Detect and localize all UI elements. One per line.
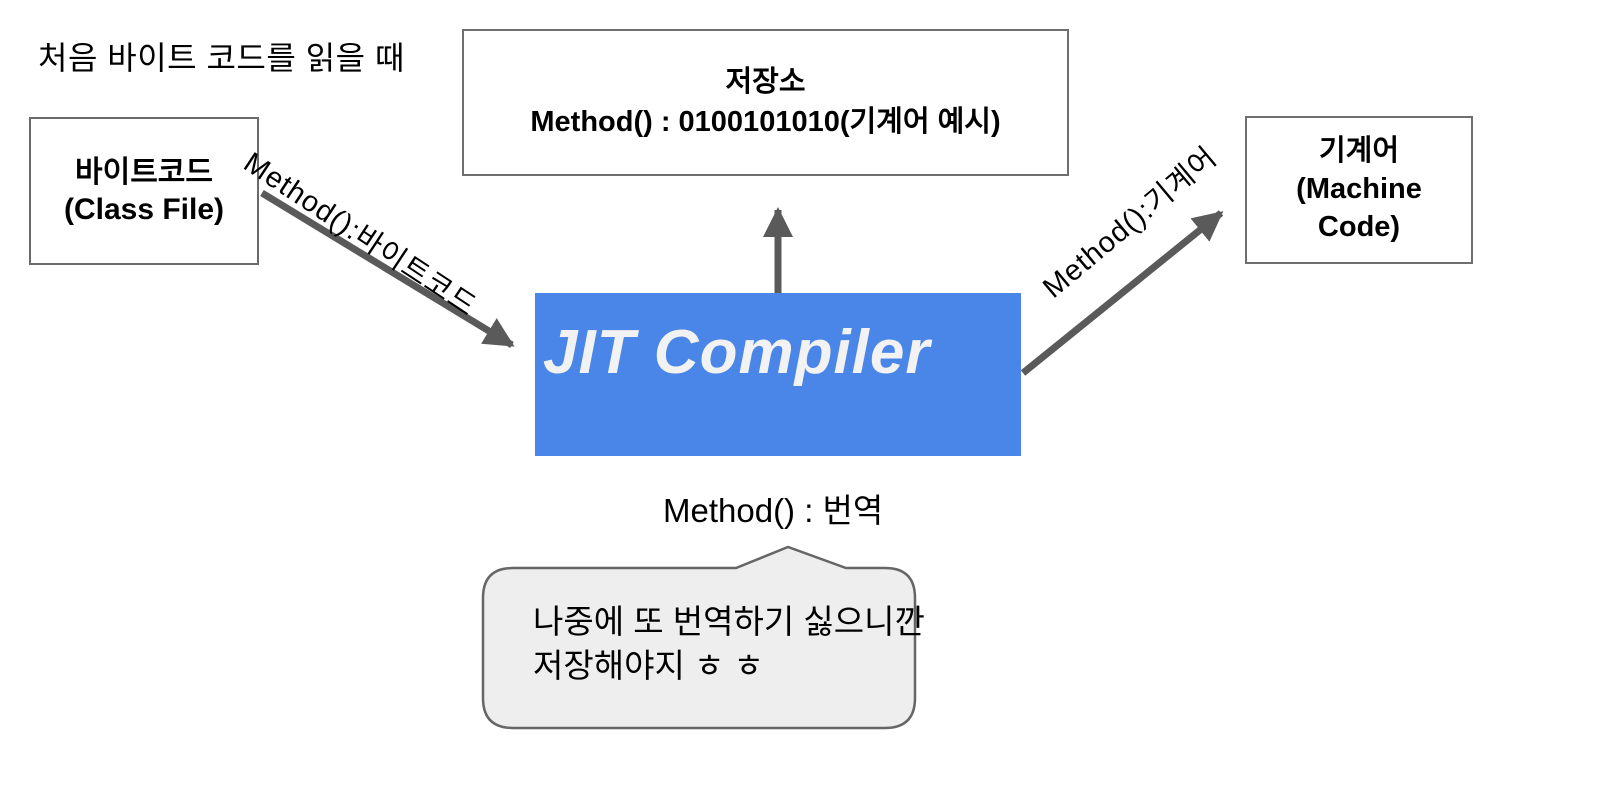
node-machine-line2: (Machine: [1296, 173, 1422, 206]
node-machine-code: 기계어 (Machine Code): [1245, 116, 1473, 264]
node-bytecode-line1: 바이트코드: [75, 155, 213, 189]
node-machine-line3: Code): [1317, 210, 1401, 243]
node-bytecode: 바이트코드 (Class File): [29, 117, 259, 265]
node-jit-compiler: JIT Compiler: [535, 293, 1021, 456]
speech-bubble-line1: 나중에 또 번역하기 싫으니깐: [533, 603, 925, 640]
edge-label-bytecode: Method():바이트코드: [237, 146, 482, 324]
speech-bubble-text: 나중에 또 번역하기 싫으니깐 저장해야지 ㅎ ㅎ: [533, 600, 925, 688]
node-machine-line1: 기계어: [1318, 135, 1400, 168]
node-storage-line1: 저장소: [725, 66, 806, 99]
speech-bubble-line2: 저장해야지 ㅎ ㅎ: [533, 647, 764, 684]
jit-compiler-label: JIT Compiler: [543, 318, 931, 387]
node-storage-line2: Method() : 0100101010(기계어 예시): [530, 105, 1001, 138]
page-title: 처음 바이트 코드를 읽을 때: [38, 40, 405, 76]
translate-annotation: Method() : 번역: [663, 492, 884, 529]
node-storage: 저장소 Method() : 0100101010(기계어 예시): [462, 29, 1069, 176]
node-bytecode-line2: (Class File): [63, 193, 225, 226]
